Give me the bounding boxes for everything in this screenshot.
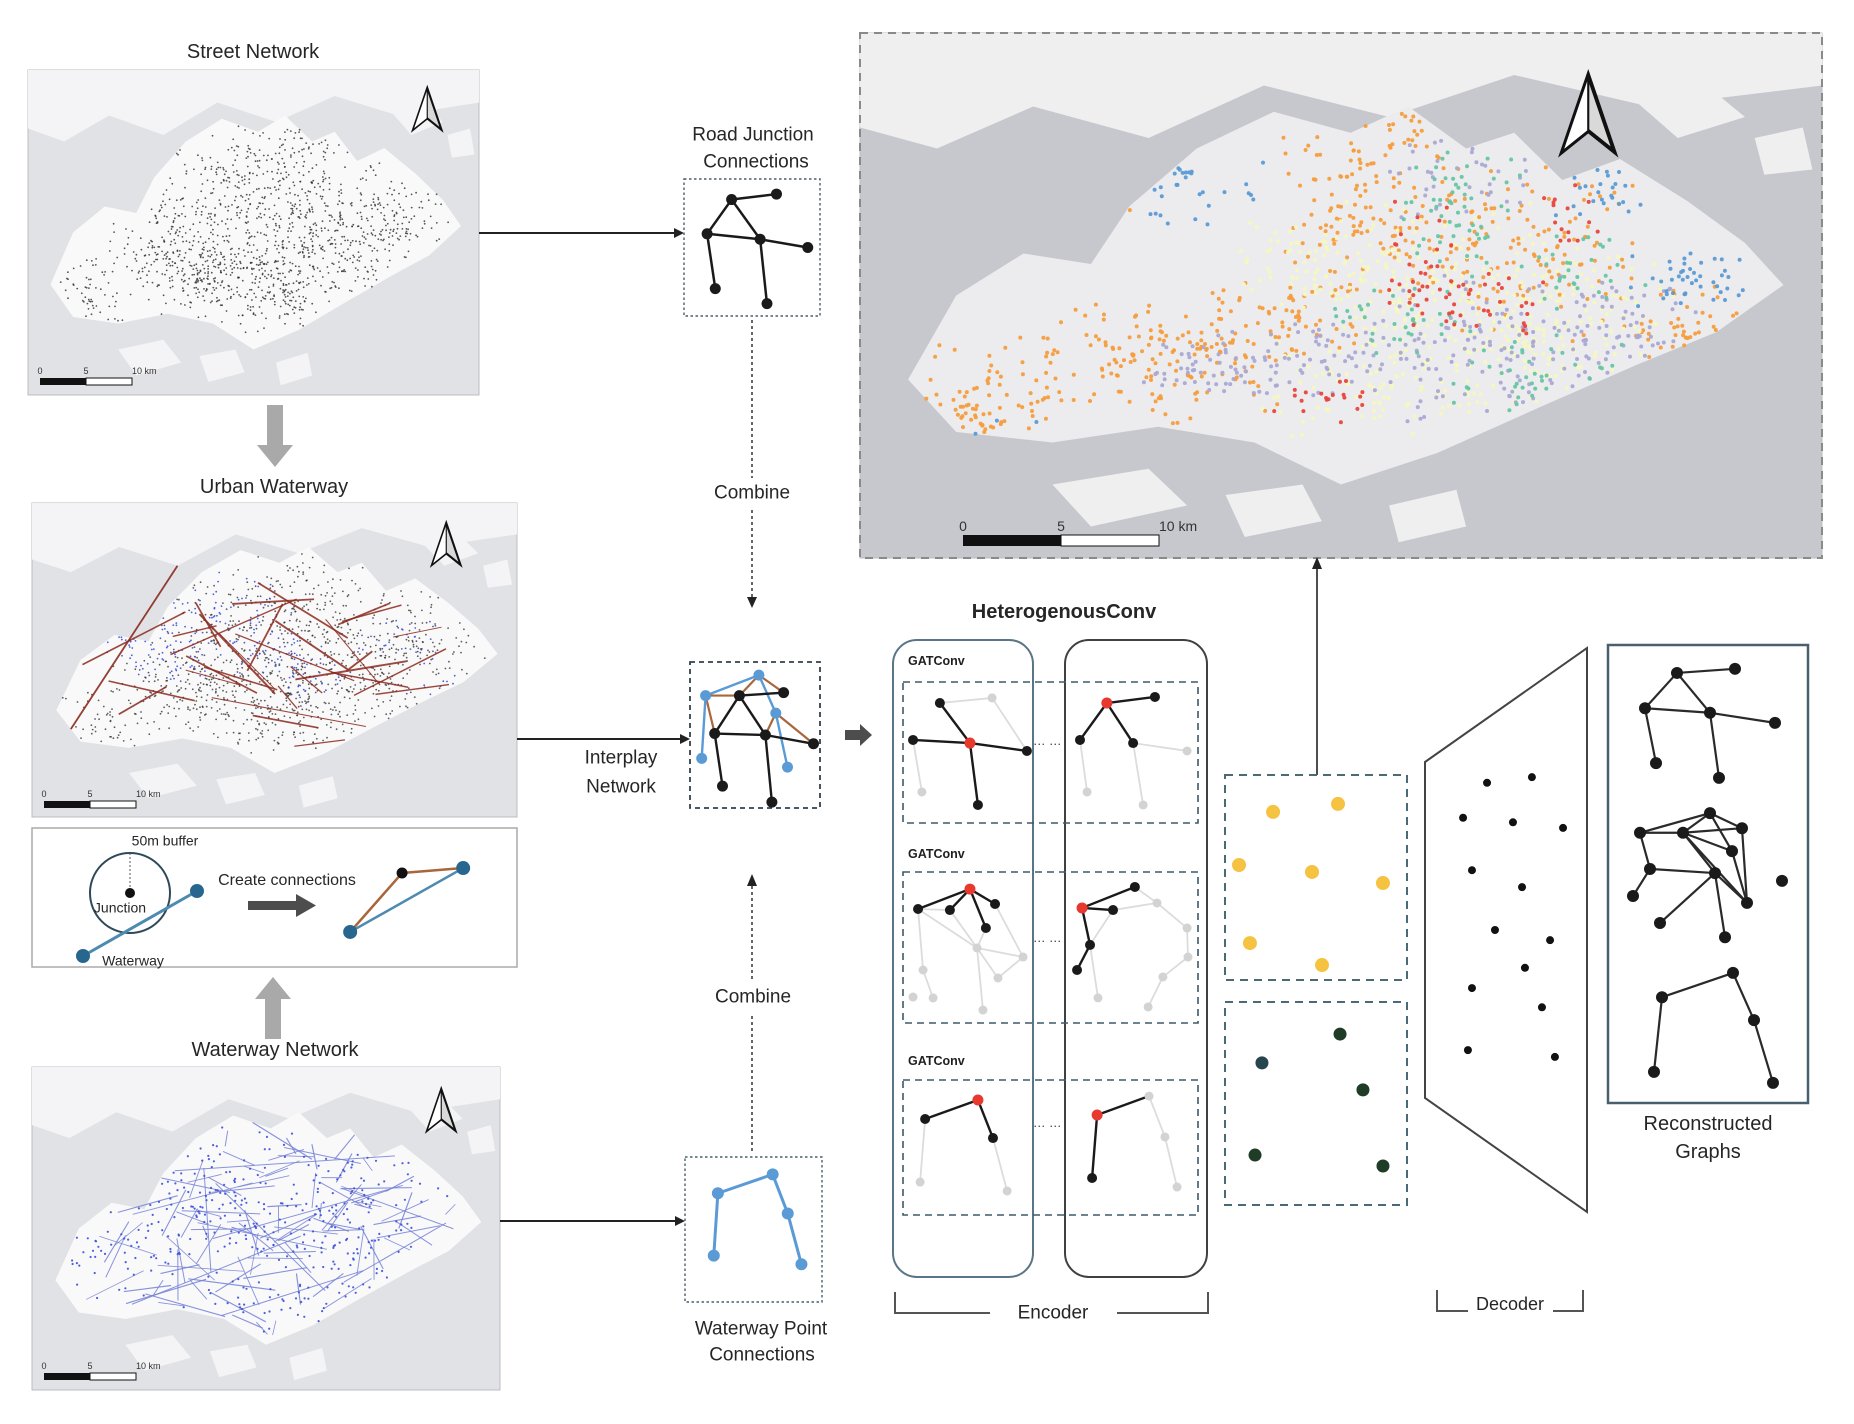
gatconv-label-1: GATConv <box>908 654 965 668</box>
map-to-graph-arrows <box>479 228 1322 1226</box>
gatconv-row-2 <box>902 871 1199 1024</box>
svg-text:10 km: 10 km <box>132 366 157 376</box>
buffer-explainer-panel <box>31 827 518 968</box>
heterogenousconv-title: HeterogenousConv <box>971 601 1157 623</box>
street-network-title: Street Network <box>186 41 320 63</box>
svg-text:10 km: 10 km <box>136 1361 161 1371</box>
heterogenousconv-block <box>892 639 1208 1278</box>
waterway-point-title-line1: Waterway Point <box>694 1318 828 1340</box>
svg-text:0: 0 <box>41 789 46 799</box>
interplay-title-line2: Network <box>586 776 656 798</box>
junction-label: Junction <box>93 899 147 916</box>
result-map-border <box>859 32 1823 559</box>
gatconv-row-1 <box>902 681 1199 824</box>
svg-text:10 km: 10 km <box>136 789 161 799</box>
gatconv-label-3: GATConv <box>908 1054 965 1068</box>
svg-text:5: 5 <box>87 789 92 799</box>
ellipsis-row2: ... ... <box>1033 934 1063 945</box>
reconstructed-title-line1: Reconstructed <box>1643 1113 1773 1135</box>
interplay-title-line1: Interplay <box>584 747 658 769</box>
waterway-network-title: Waterway Network <box>191 1039 359 1061</box>
svg-text:0: 0 <box>37 366 42 376</box>
road-junction-title-line2: Connections <box>703 151 809 173</box>
waterway-network-map: 0 5 10 km <box>31 1066 501 1391</box>
decoder-label: Decoder <box>1475 1294 1545 1315</box>
waterway-embedding-panel <box>1224 1001 1408 1206</box>
svg-text:0: 0 <box>41 1361 46 1371</box>
road-junction-title-line1: Road Junction <box>692 124 814 146</box>
street-network-map: 0 5 10 km <box>27 69 480 396</box>
waterway-label: Waterway <box>102 952 164 969</box>
encoder-bracket <box>894 1292 1209 1314</box>
ellipsis-row3: ... ... <box>1033 1119 1063 1130</box>
reconstructed-graph-3 <box>1648 966 1779 1089</box>
combine-top-label: Combine <box>713 482 791 504</box>
flow-arrows-gray <box>255 405 293 1039</box>
gatconv-row-3 <box>902 1079 1199 1216</box>
road-junction-graph <box>683 178 821 317</box>
urban-waterway-map: 0 5 10 km <box>31 502 518 818</box>
reconstructed-graph-1 <box>1639 662 1781 784</box>
combine-arrows <box>747 320 757 1152</box>
combine-bottom-label: Combine <box>714 986 792 1008</box>
reconstructed-graph-2 <box>1627 807 1788 944</box>
reconstructed-title-line2: Graphs <box>1675 1141 1741 1163</box>
interplay-network-graph <box>689 661 821 809</box>
encoder-label: Encoder <box>1017 1302 1089 1324</box>
svg-text:5: 5 <box>83 366 88 376</box>
decoder-bracket <box>1436 1290 1584 1312</box>
waterway-point-title-line2: Connections <box>709 1344 815 1366</box>
ellipsis-row1: ... ... <box>1033 737 1063 748</box>
create-connections-label: Create connections <box>218 872 356 890</box>
reconstructed-graphs-panel <box>1606 643 1810 1105</box>
buffer-radius-label: 50m buffer <box>131 832 199 849</box>
gatconv-label-2: GATConv <box>908 847 965 861</box>
waterway-point-graph <box>684 1156 823 1303</box>
urban-waterway-title: Urban Waterway <box>199 476 349 498</box>
decoder-plane <box>1424 646 1588 1214</box>
svg-text:5: 5 <box>87 1361 92 1371</box>
road-embedding-panel <box>1224 774 1408 981</box>
